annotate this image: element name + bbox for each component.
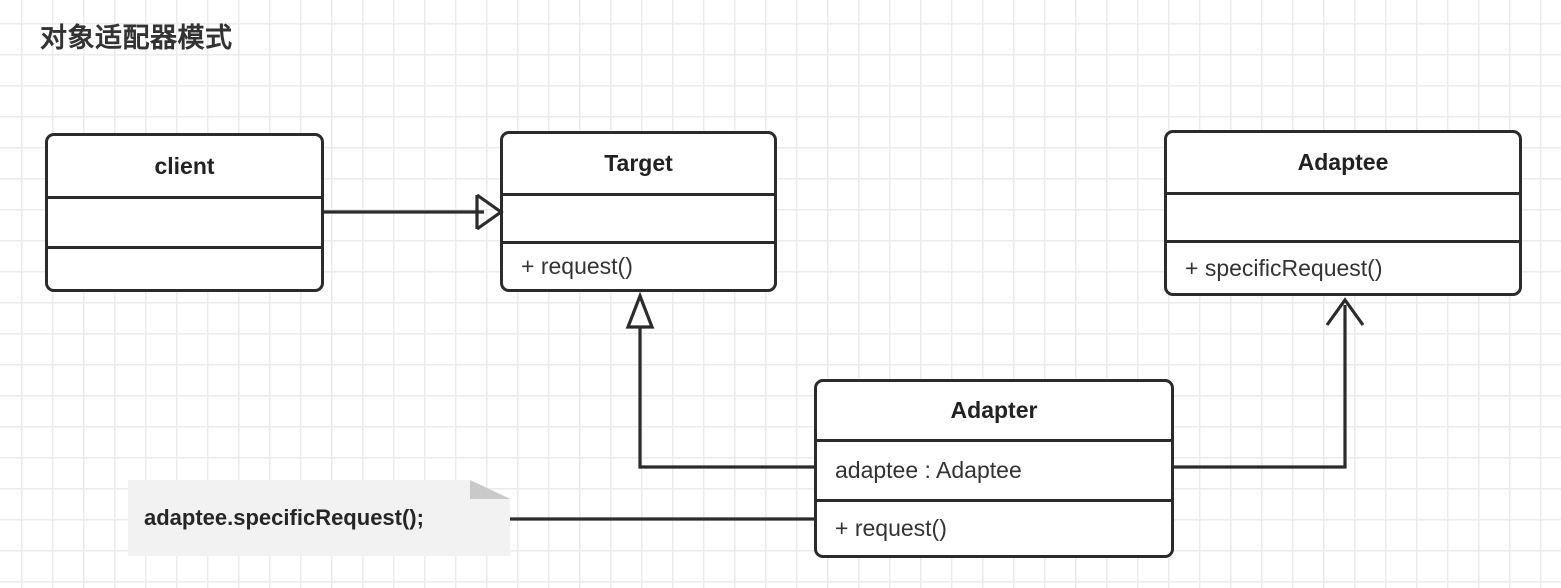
connector-line-adapter-target bbox=[638, 325, 814, 469]
page-title: 对象适配器模式 bbox=[40, 23, 233, 53]
open-triangle-arrowhead-icon bbox=[476, 193, 504, 231]
note-fold-corner-icon bbox=[470, 480, 510, 499]
class-attributes-client bbox=[48, 196, 321, 246]
connector-adapter-to-adaptee bbox=[1174, 297, 1365, 469]
connector-line-adapter-adaptee bbox=[1174, 305, 1347, 469]
uml-class-adapter[interactable]: Adapter adaptee : Adaptee + request() bbox=[814, 379, 1174, 558]
class-methods-adaptee: + specificRequest() bbox=[1167, 240, 1519, 293]
connector-client-to-target bbox=[324, 193, 504, 231]
class-methods-adapter: + request() bbox=[817, 499, 1171, 555]
class-methods-client bbox=[48, 246, 321, 289]
class-attributes-adapter: adaptee : Adaptee bbox=[817, 439, 1171, 499]
uml-class-adaptee[interactable]: Adaptee + specificRequest() bbox=[1164, 130, 1522, 296]
uml-class-client[interactable]: client bbox=[45, 133, 324, 292]
uml-class-target[interactable]: Target + request() bbox=[500, 131, 777, 292]
class-attributes-adaptee bbox=[1167, 192, 1519, 240]
class-name-client: client bbox=[154, 152, 215, 179]
hollow-triangle-arrowhead-icon bbox=[625, 291, 655, 329]
note-text: adaptee.specificRequest(); bbox=[144, 505, 424, 530]
class-attributes-target bbox=[503, 193, 774, 241]
open-line-arrowhead-icon bbox=[1325, 297, 1365, 326]
class-name-adaptee: Adaptee bbox=[1297, 149, 1389, 175]
class-name-adapter: Adapter bbox=[950, 397, 1038, 423]
note-adaptee-specific-request[interactable]: adaptee.specificRequest(); bbox=[128, 480, 510, 556]
connector-adapter-to-target bbox=[625, 291, 814, 469]
class-name-target: Target bbox=[604, 150, 673, 176]
class-methods-target: + request() bbox=[503, 241, 774, 289]
